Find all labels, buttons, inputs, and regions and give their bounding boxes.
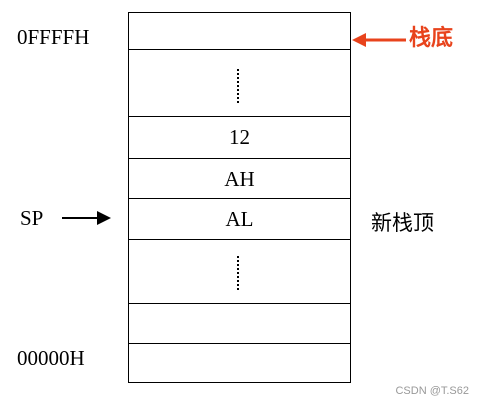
cell-divider	[129, 116, 350, 117]
cell-divider	[129, 198, 350, 199]
ellipsis-dots-upper	[237, 69, 242, 103]
bottom-address-label: 00000H	[17, 346, 85, 370]
cell-divider	[129, 239, 350, 240]
cell-value-12: 12	[229, 125, 250, 149]
cell-divider	[129, 343, 350, 344]
watermark-text: CSDN @T.S62	[395, 385, 469, 397]
stack-memory-box: 12 AH AL	[128, 12, 351, 383]
cell-divider	[129, 49, 350, 50]
new-stack-top-label: 新栈顶	[371, 211, 434, 235]
cell-value-ah: AH	[224, 167, 255, 191]
cell-value-al: AL	[225, 207, 254, 231]
cell-divider	[129, 303, 350, 304]
ellipsis-dots-lower	[237, 256, 242, 290]
top-address-label: 0FFFFH	[17, 25, 90, 49]
sp-arrow-icon	[62, 211, 111, 225]
sp-label: SP	[20, 206, 44, 230]
stack-bottom-arrow-icon	[352, 33, 406, 47]
cell-divider	[129, 158, 350, 159]
stack-bottom-label: 栈底	[409, 26, 454, 51]
